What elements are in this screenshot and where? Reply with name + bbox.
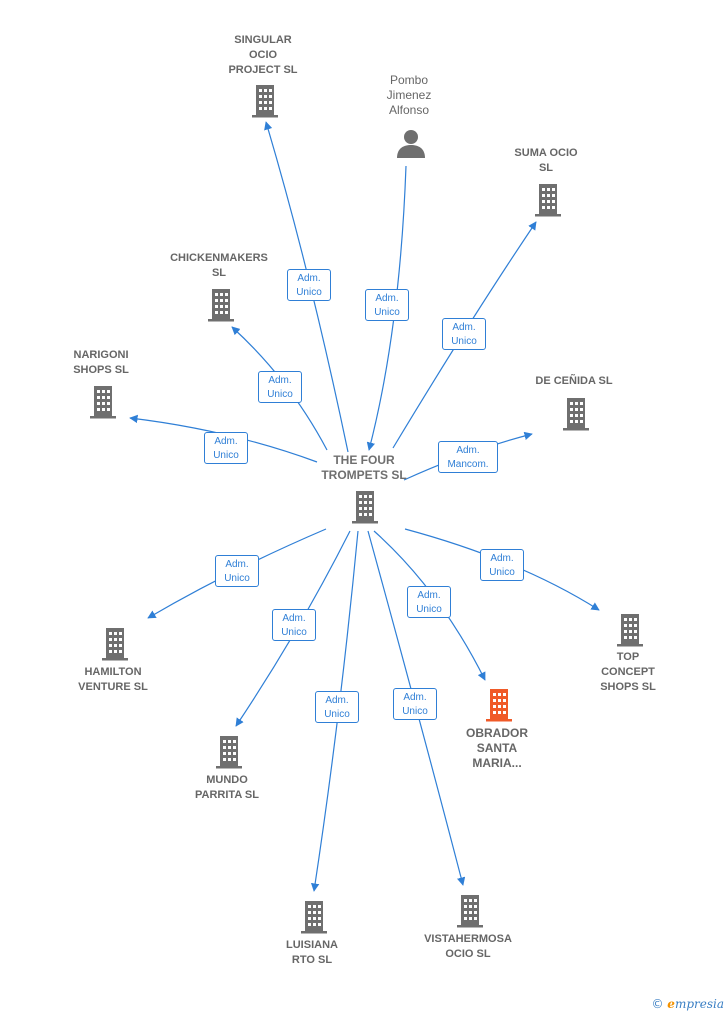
node-label-vista[interactable]: VISTAHERMOSA OCIO SL: [424, 933, 512, 960]
relationship-badge-mundo[interactable]: Adm. Unico: [272, 609, 316, 641]
relationship-badge-luisiana[interactable]: Adm. Unico: [315, 691, 359, 723]
copyright-icon: ©: [651, 997, 664, 1011]
building-icon-cenida[interactable]: [558, 396, 594, 432]
relationship-badge-pombo[interactable]: Adm. Unico: [365, 289, 409, 321]
building-icon-singular[interactable]: [247, 83, 283, 119]
node-label-top[interactable]: TOP CONCEPT SHOPS SL: [600, 651, 656, 693]
building-icon-suma[interactable]: [530, 182, 566, 218]
node-label-singular[interactable]: SINGULAR OCIO PROJECT SL: [228, 34, 298, 76]
node-label-mundo[interactable]: MUNDO PARRITA SL: [195, 774, 259, 801]
brand-name: mpresia: [674, 997, 724, 1011]
node-label-four[interactable]: THE FOUR TROMPETS SL: [321, 453, 407, 482]
building-icon-chicken[interactable]: [203, 287, 239, 323]
relationship-badge-cenida[interactable]: Adm. Mancom.: [438, 441, 498, 473]
relationship-badge-top[interactable]: Adm. Unico: [480, 549, 524, 581]
node-label-cenida[interactable]: DE CEÑIDA SL: [535, 375, 613, 387]
building-icon-luisiana[interactable]: [296, 899, 332, 935]
building-icon-top[interactable]: [612, 612, 648, 648]
node-label-pombo[interactable]: Pombo Jimenez Alfonso: [386, 73, 432, 117]
building-icon-mundo[interactable]: [211, 734, 247, 770]
node-label-chicken[interactable]: CHICKENMAKERS SL: [170, 252, 268, 279]
building-icon-hamilton[interactable]: [97, 626, 133, 662]
building-icon-narigoni[interactable]: [85, 384, 121, 420]
node-label-suma[interactable]: SUMA OCIO SL: [514, 147, 578, 174]
relationship-badge-singular[interactable]: Adm. Unico: [287, 269, 331, 301]
node-label-luisiana[interactable]: LUISIANA RTO SL: [286, 939, 338, 966]
node-label-obrador[interactable]: OBRADOR SANTA MARIA...: [466, 726, 528, 770]
node-label-hamilton[interactable]: HAMILTON VENTURE SL: [78, 666, 148, 693]
node-label-narigoni[interactable]: NARIGONI SHOPS SL: [73, 349, 129, 376]
building-icon-vista[interactable]: [452, 893, 488, 929]
building-icon-obrador[interactable]: [481, 687, 517, 723]
building-icon-four[interactable]: [347, 489, 383, 525]
person-icon-pombo[interactable]: [393, 126, 429, 162]
relationship-badge-hamilton[interactable]: Adm. Unico: [215, 555, 259, 587]
relationship-badge-obrador[interactable]: Adm. Unico: [407, 586, 451, 618]
relationship-badge-suma[interactable]: Adm. Unico: [442, 318, 486, 350]
relationship-badge-chicken[interactable]: Adm. Unico: [258, 371, 302, 403]
relationship-badge-vista[interactable]: Adm. Unico: [393, 688, 437, 720]
relationship-badge-narigoni[interactable]: Adm. Unico: [204, 432, 248, 464]
empresia-logo[interactable]: © empresia: [651, 997, 724, 1011]
brand-initial: e: [667, 997, 675, 1011]
